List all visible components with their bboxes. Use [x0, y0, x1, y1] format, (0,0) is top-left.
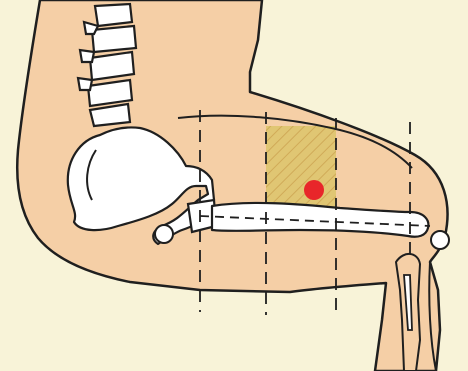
patella: [431, 231, 449, 249]
highlight-zone: [266, 126, 336, 208]
ischial-tuberosity: [155, 225, 173, 243]
vertebra: [92, 26, 136, 52]
spinous-process: [78, 78, 92, 90]
acupoint-marker: [304, 180, 324, 200]
spinous-process: [80, 50, 94, 62]
vertebra: [90, 52, 134, 80]
vertebra: [95, 4, 132, 26]
